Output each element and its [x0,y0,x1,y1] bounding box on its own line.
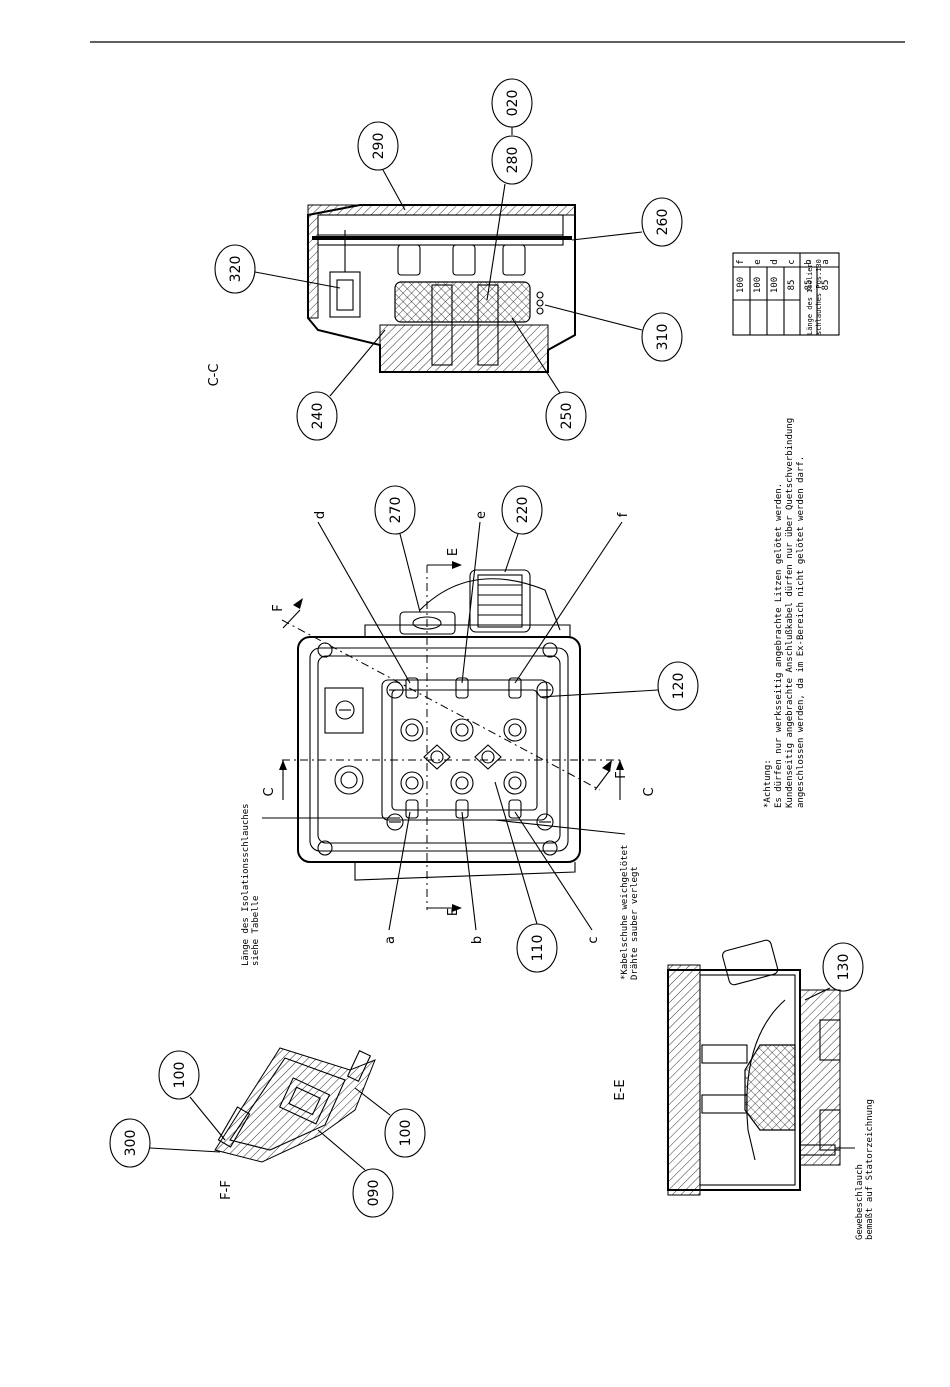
svg-text:*Achtung:: *Achtung: [763,759,773,808]
table-key-f: f [736,259,746,264]
insulation-note: Länge des Isolationsschlauches siehe Tab… [241,803,400,966]
svg-text:siehe Tabelle: siehe Tabelle [251,896,261,966]
svg-text:090: 090 [366,1180,382,1207]
svg-text:110: 110 [530,935,546,962]
letter-a: a [383,936,398,944]
svg-text:F: F [614,771,629,778]
svg-text:240: 240 [310,403,326,430]
main-terminal-box-view [281,565,620,910]
svg-text:angeschlossen werden, da im Ex: angeschlossen werden, da im Ex-Bereich n… [796,456,806,808]
cut-mark-c-left: C [262,760,287,800]
caution-note: *Achtung: Es dürfen nur werksseitig ange… [763,418,806,808]
cut-mark-c-right: C [616,760,657,800]
svg-text:260: 260 [655,209,671,236]
hose-note: Gewebeschlauch bemaßt auf Statorzeichnun… [835,1099,875,1240]
balloon-320: 320 [214,244,341,294]
balloon-220: 220 [501,485,543,573]
table-value-d: 100 [770,277,780,293]
table-key-c: c [787,259,797,264]
cut-mark-f-bottom: F [594,760,629,791]
cut-mark-f-top: F [271,598,303,629]
section-cc-view [307,204,576,373]
cut-mark-e-top: E [427,548,462,569]
letter-e: e [474,511,489,519]
svg-text:Kundenseitig angebrachte Ansch: Kundenseitig angebrachte Anschlußkabel d… [785,418,795,808]
table-value-a: 85 [821,280,831,291]
svg-text:120: 120 [671,673,687,700]
terminal-studs [400,677,527,819]
svg-text:220: 220 [515,497,531,524]
svg-text:bemaßt auf Statorzeichnung: bemaßt auf Statorzeichnung [865,1099,875,1240]
cut-mark-e-bottom: E [427,904,462,916]
svg-text:250: 250 [559,403,575,430]
section-ee-view [667,939,841,1196]
svg-text:F: F [271,604,286,611]
letter-b: b [470,936,485,944]
svg-text:E: E [446,548,461,556]
section-cc-label: C-C [207,364,222,387]
letter-labels: d e f a b c [313,511,631,944]
balloon-260: 260 [571,197,683,247]
cable-lug-note: *Kabelschuhe weichgelötet Drähte sauber … [494,819,640,980]
svg-text:280: 280 [505,147,521,174]
balloon-090: 090 [317,1129,394,1218]
svg-text:020: 020 [505,90,521,117]
svg-text:100: 100 [172,1062,188,1089]
letter-c: c [586,936,601,943]
balloon-130: 130 [804,942,864,1001]
svg-text:100: 100 [398,1120,414,1147]
table-value-b: 85 [804,280,814,291]
svg-text:*Kabelschuhe weichgelötet: *Kabelschuhe weichgelötet [620,845,630,980]
svg-text:Länge des Isolationsschlauches: Länge des Isolationsschlauches [241,803,251,966]
svg-text:Es dürfen nur werksseitig ange: Es dürfen nur werksseitig angebrachte Li… [774,483,784,808]
svg-text:C: C [262,787,277,796]
balloon-300: 300 [109,1118,221,1168]
letter-f: f [616,512,631,517]
balloon-280: 280 [486,135,533,301]
section-ff-view [214,1047,376,1163]
table-key-e: e [753,259,763,264]
balloon-310: 310 [544,304,683,362]
balloon-020: 020 [491,78,533,135]
svg-text:Drähte sauber verlegt: Drähte sauber verlegt [630,866,640,980]
table-value-f: 100 [736,277,746,293]
svg-text:C: C [642,787,657,796]
letter-d: d [313,511,328,519]
balloon-240: 240 [296,329,386,441]
table-value-c: 85 [787,280,797,291]
balloon-110: 110 [494,781,558,973]
table-footer-1: Länge des Isolier- [806,259,814,335]
balloon-100-bottom: 100 [354,1087,426,1158]
table-key-a: a [821,259,831,264]
section-ff-label: F-F [219,1180,234,1200]
balloon-120: 120 [539,661,699,711]
length-table-cells: f 100 e 100 d 100 c 85 b 85 a 85 Länge d… [736,259,831,335]
balloon-270: 270 [374,485,421,613]
table-footer-2: schlauches Pos.130 [815,259,823,335]
table-key-b: b [804,259,814,264]
svg-text:Gewebeschlauch: Gewebeschlauch [855,1164,865,1240]
table-value-e: 100 [753,277,763,293]
svg-text:300: 300 [123,1130,139,1157]
balloon-290: 290 [357,121,406,211]
table-key-d: d [770,259,780,264]
section-ee-label: E-E [613,1079,628,1100]
svg-text:310: 310 [655,324,671,351]
svg-text:290: 290 [371,133,387,160]
svg-text:270: 270 [388,497,404,524]
svg-text:130: 130 [836,954,852,981]
balloon-250: 250 [511,317,587,441]
length-table [732,252,840,336]
svg-text:320: 320 [228,256,244,283]
svg-text:E: E [446,908,461,916]
balloon-100-top: 100 [158,1050,226,1141]
